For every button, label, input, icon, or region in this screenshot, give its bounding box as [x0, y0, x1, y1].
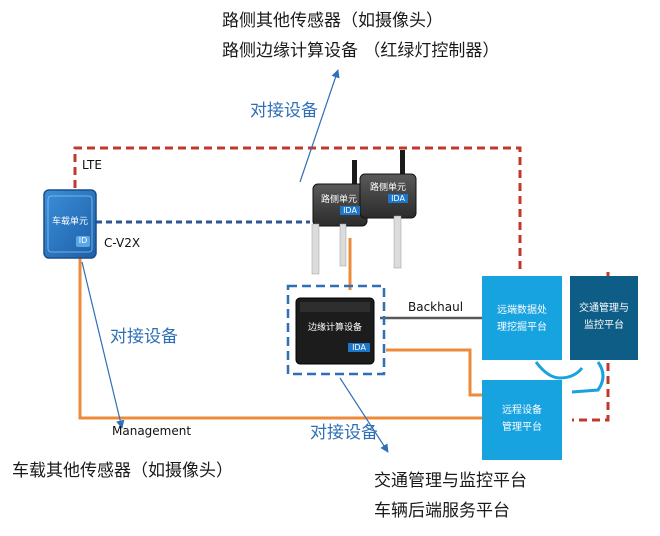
edge-dashed-frame	[286, 284, 386, 376]
management-line	[78, 258, 482, 420]
traffic-label-2: 监控平台	[584, 320, 624, 331]
remote-data-label-2: 理挖掘平台	[497, 322, 547, 333]
edge-to-mgmt-line	[386, 348, 482, 397]
arrow-to-bottom-platforms	[339, 377, 389, 453]
remote-data-label-1: 远端数据处	[497, 305, 547, 316]
management-label: Management	[112, 424, 192, 438]
rsu-2-ida: IDA	[388, 194, 408, 203]
bottom-platform-2: 车辆后端服务平台	[374, 501, 510, 521]
rsu-1-icon	[311, 160, 368, 275]
traffic-platform-box	[570, 276, 638, 360]
lte-label: LTE	[82, 158, 102, 172]
arrow-to-top-sensors	[299, 69, 340, 183]
edge-ida: IDA	[348, 343, 370, 352]
edge-label: 边缘计算设备	[307, 323, 362, 333]
remote-data-platform-box	[482, 276, 562, 360]
platform-connector-right	[571, 361, 605, 394]
rsu-2-icon	[359, 150, 417, 269]
remote-mgmt-platform-box	[482, 380, 562, 460]
arrow-to-vehicle-sensors	[81, 261, 125, 429]
top-sensors-line2: 路侧边缘计算设备 （红绿灯控制器）	[222, 41, 500, 61]
dock-label-top: 对接设备	[250, 101, 318, 121]
rsu-1-ida: IDA	[340, 206, 360, 215]
vehicle-ida-label: ID	[78, 236, 88, 245]
cv2x-label: C-V2X	[104, 236, 141, 250]
rsu-1-label: 路侧单元	[320, 195, 357, 205]
traffic-label-1: 交通管理与	[579, 303, 629, 314]
dock-label-bottom: 对接设备	[310, 423, 378, 443]
lte-link-line	[73, 146, 522, 272]
remote-mgmt-label-2: 管理平台	[502, 422, 542, 433]
dock-label-left: 对接设备	[110, 327, 178, 347]
remote-mgmt-label-1: 远程设备	[502, 405, 542, 416]
bottom-platform-1: 交通管理与监控平台	[374, 471, 527, 491]
lte-link-line-right	[572, 272, 610, 422]
vehicle-sensors-text: 车载其他传感器（如摄像头）	[12, 461, 233, 481]
vehicle-unit-icon	[43, 189, 97, 259]
vehicle-unit-label: 车载单元	[51, 217, 88, 227]
top-sensors-line1: 路侧其他传感器（如摄像头）	[222, 11, 443, 31]
rsu-2-label: 路侧单元	[369, 183, 406, 193]
backhaul-label: Backhaul	[408, 300, 464, 314]
platform-connector	[534, 361, 584, 380]
